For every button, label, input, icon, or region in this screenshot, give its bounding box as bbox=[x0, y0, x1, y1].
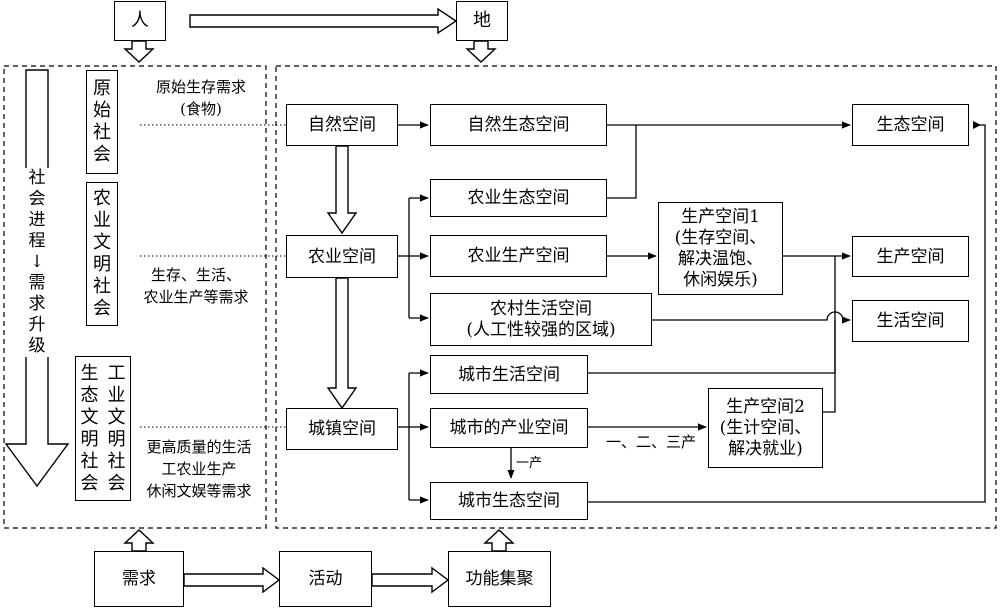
activity-label: 活动 bbox=[308, 569, 343, 589]
person-down-arrow bbox=[123, 40, 155, 63]
primitive-society-box: 原始社会 bbox=[86, 70, 118, 174]
ecological-space-box: 生态空间 bbox=[852, 104, 969, 146]
natural-space-box: 自然空间 bbox=[286, 104, 398, 146]
progress-bottom: 需求升级 bbox=[28, 273, 46, 356]
progress-top: 社会进程 bbox=[28, 168, 46, 251]
agri-production-box: 农业生产空间 bbox=[430, 235, 607, 277]
eco-society-col2: 工业文明社会 bbox=[107, 362, 126, 494]
rural-living-box: 农村生活空间 (人工性较强的区域) bbox=[430, 293, 652, 346]
demand-to-activity-arrow bbox=[183, 566, 281, 594]
person-label: 人 bbox=[131, 10, 149, 31]
natural-eco-box: 自然生态空间 bbox=[430, 104, 607, 146]
agri-society-label: 农业文明社会 bbox=[93, 188, 111, 319]
function-up-arrow bbox=[483, 529, 515, 552]
progress-arrow: ↓ bbox=[29, 252, 45, 272]
person-box: 人 bbox=[114, 1, 166, 41]
activity-box: 活动 bbox=[279, 551, 372, 607]
natural-to-agri-arrow bbox=[326, 145, 358, 235]
land-label: 地 bbox=[473, 10, 491, 31]
space-region bbox=[275, 65, 997, 529]
living-space-box: 生活空间 bbox=[852, 300, 969, 342]
urban-space-box: 城镇空间 bbox=[286, 408, 398, 450]
edge-label-industry1: 一产 bbox=[516, 456, 543, 471]
production1-box: 生产空间1 (生存空间、 解决温饱、 休闲娱乐) bbox=[658, 202, 783, 295]
demand-up-arrow bbox=[123, 529, 155, 552]
agri-space-box: 农业空间 bbox=[286, 235, 398, 278]
agri-need: 生存、生活、 农业生产等需求 bbox=[143, 266, 249, 306]
edge-label-industries: 一、二、三产 bbox=[605, 433, 696, 451]
higher-need: 更高质量的生活 工农业生产 休闲文娱等需求 bbox=[146, 438, 252, 500]
urban-living-box: 城市生活空间 bbox=[430, 355, 588, 394]
primitive-need: 原始生存需求 (食物) bbox=[155, 78, 246, 118]
primitive-society-label: 原始社会 bbox=[93, 78, 111, 165]
eco-society-col1: 生态文明社会 bbox=[80, 362, 99, 494]
eco-industrial-society-box: 生态文明社会 工业文明社会 bbox=[75, 356, 131, 501]
urban-industry-box: 城市的产业空间 bbox=[430, 408, 588, 448]
progress-label: 社会进程 ↓ 需求升级 bbox=[25, 168, 49, 357]
function-box: 功能集聚 bbox=[448, 551, 551, 607]
agri-eco-box: 农业生态空间 bbox=[430, 179, 607, 217]
demand-label: 需求 bbox=[122, 569, 156, 589]
activity-to-function-arrow bbox=[371, 566, 450, 594]
demand-box: 需求 bbox=[94, 551, 184, 607]
urban-eco-box: 城市生态空间 bbox=[430, 482, 588, 520]
agri-society-box: 农业文明社会 bbox=[86, 182, 118, 326]
function-label: 功能集聚 bbox=[465, 569, 534, 589]
society-region bbox=[3, 65, 267, 529]
land-down-arrow bbox=[465, 40, 497, 63]
agri-to-urban-arrow bbox=[326, 277, 358, 410]
land-box: 地 bbox=[456, 1, 508, 41]
person-to-land-arrow bbox=[189, 7, 458, 35]
production2-box: 生产空间2 (生计空间、 解决就业) bbox=[708, 388, 823, 468]
production-space-box: 生产空间 bbox=[852, 236, 969, 277]
